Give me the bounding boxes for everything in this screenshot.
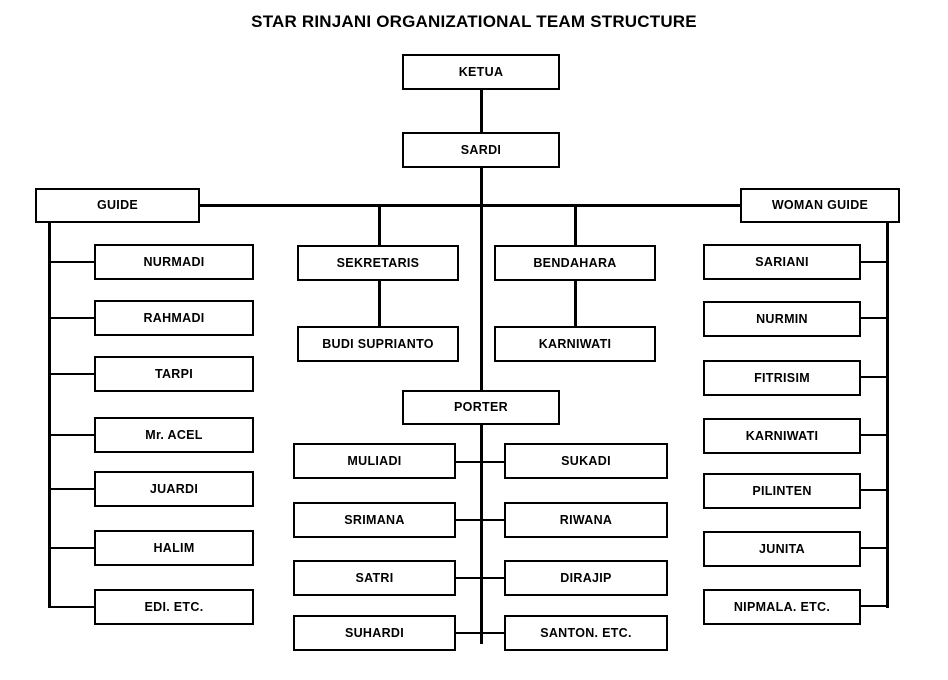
node-woman-guide-member-7[interactable]: NIPMALA. ETC. [703, 589, 861, 625]
node-porter-member-left-2-label: SRIMANA [344, 512, 405, 527]
connector-porter-rung-left-2 [454, 519, 482, 521]
connector-bus-to-sekretaris [378, 204, 381, 248]
connector-sardi-to-bus [480, 167, 483, 207]
connector-guide-stub-7 [48, 606, 96, 608]
node-porter-member-right-2[interactable]: RIWANA [504, 502, 668, 538]
node-porter-member-right-4[interactable]: SANTON. ETC. [504, 615, 668, 651]
node-porter-member-right-2-label: RIWANA [559, 512, 613, 527]
connector-bus-to-porter [480, 204, 483, 392]
connector-guide-stub-6 [48, 547, 96, 549]
node-karniwati-bendahara[interactable]: KARNIWATI [494, 326, 656, 362]
connector-main-bus [198, 204, 742, 207]
node-guide-member-2-label: RAHMADI [143, 310, 205, 325]
node-sekretaris[interactable]: SEKRETARIS [297, 245, 459, 281]
connector-ketua-to-sardi [480, 88, 483, 134]
node-woman-guide-member-6-label: JUNITA [758, 541, 805, 556]
node-woman-guide-member-1-label: SARIANI [755, 254, 809, 269]
node-budi-suprianto[interactable]: BUDI SUPRIANTO [297, 326, 459, 362]
node-woman-guide-member-4[interactable]: KARNIWATI [703, 418, 861, 454]
node-bendahara[interactable]: BENDAHARA [494, 245, 656, 281]
node-porter-member-right-3[interactable]: DIRAJIP [504, 560, 668, 596]
connector-guide-stub-4 [48, 434, 96, 436]
node-porter-member-left-4-label: SUHARDI [344, 625, 405, 640]
connector-porter-rung-right-4 [480, 632, 506, 634]
connector-porter-rung-left-4 [454, 632, 482, 634]
connector-woman-guide-stub-1 [858, 261, 888, 263]
connector-porter-rung-right-1 [480, 461, 506, 463]
page-title: STAR RINJANI ORGANIZATIONAL TEAM STRUCTU… [251, 12, 697, 31]
node-sardi[interactable]: SARDI [402, 132, 560, 168]
node-budi-suprianto-label: BUDI SUPRIANTO [322, 336, 434, 351]
node-guide-member-5-label: JUARDI [149, 481, 199, 496]
node-porter-member-left-3[interactable]: SATRI [293, 560, 456, 596]
connector-porter-rung-right-2 [480, 519, 506, 521]
connector-guide-stub-2 [48, 317, 96, 319]
node-sekretaris-label: SEKRETARIS [336, 255, 420, 270]
connector-woman-guide-stub-4 [858, 434, 888, 436]
node-guide-member-5[interactable]: JUARDI [94, 471, 254, 507]
connector-guide-stub-1 [48, 261, 96, 263]
connector-porter-rung-left-1 [454, 461, 482, 463]
node-woman-guide-member-4-label: KARNIWATI [745, 428, 819, 443]
connector-porter-rung-right-3 [480, 577, 506, 579]
connector-sekretaris-to-budi [378, 278, 381, 328]
node-karniwati-bendahara-label: KARNIWATI [538, 336, 612, 351]
node-woman-guide-member-7-label: NIPMALA. ETC. [733, 599, 831, 614]
node-guide-member-6-label: HALIM [153, 540, 195, 555]
connector-bendahara-to-karniwati [574, 278, 577, 328]
connector-woman-guide-stub-6 [858, 547, 888, 549]
connector-guide-stub-3 [48, 373, 96, 375]
node-ketua[interactable]: KETUA [402, 54, 560, 90]
node-guide-member-1[interactable]: NURMADI [94, 244, 254, 280]
node-guide-member-4-label: Mr. ACEL [145, 427, 203, 442]
connector-guide-spine [48, 222, 51, 608]
connector-woman-guide-stub-5 [858, 489, 888, 491]
node-porter-member-right-1[interactable]: SUKADI [504, 443, 668, 479]
node-guide-label: GUIDE [96, 198, 139, 213]
node-porter-member-left-3-label: SATRI [355, 570, 394, 585]
node-guide-member-6[interactable]: HALIM [94, 530, 254, 566]
node-guide-member-7[interactable]: EDI. ETC. [94, 589, 254, 625]
node-porter-member-right-4-label: SANTON. ETC. [540, 625, 632, 640]
node-woman-guide-member-2[interactable]: NURMIN [703, 301, 861, 337]
node-woman-guide-member-6[interactable]: JUNITA [703, 531, 861, 567]
node-porter-member-right-3-label: DIRAJIP [560, 570, 612, 585]
node-bendahara-label: BENDAHARA [533, 255, 617, 270]
node-guide-member-1-label: NURMADI [143, 254, 205, 269]
node-porter-member-right-1-label: SUKADI [561, 453, 611, 468]
node-woman-guide-member-5-label: PILINTEN [752, 483, 812, 498]
node-woman-guide[interactable]: WOMAN GUIDE [740, 188, 900, 223]
node-woman-guide-member-3[interactable]: FITRISIM [703, 360, 861, 396]
connector-porter-spine [480, 420, 483, 644]
node-woman-guide-member-5[interactable]: PILINTEN [703, 473, 861, 509]
node-guide-member-3[interactable]: TARPI [94, 356, 254, 392]
node-woman-guide-member-1[interactable]: SARIANI [703, 244, 861, 280]
node-ketua-label: KETUA [458, 64, 504, 79]
node-guide-member-4[interactable]: Mr. ACEL [94, 417, 254, 453]
node-porter-member-left-1-label: MULIADI [347, 453, 402, 468]
connector-woman-guide-stub-7 [858, 605, 888, 607]
node-porter[interactable]: PORTER [402, 390, 560, 425]
node-guide-member-2[interactable]: RAHMADI [94, 300, 254, 336]
node-woman-guide-label: WOMAN GUIDE [771, 198, 869, 213]
node-guide[interactable]: GUIDE [35, 188, 200, 223]
node-woman-guide-member-2-label: NURMIN [756, 311, 808, 326]
connector-woman-guide-spine [886, 222, 889, 608]
connector-guide-stub-5 [48, 488, 96, 490]
node-porter-member-left-2[interactable]: SRIMANA [293, 502, 456, 538]
connector-bus-to-bendahara [574, 204, 577, 248]
node-guide-member-3-label: TARPI [154, 366, 194, 381]
node-porter-label: PORTER [454, 400, 508, 415]
node-porter-member-left-1[interactable]: MULIADI [293, 443, 456, 479]
node-sardi-label: SARDI [460, 142, 502, 157]
connector-woman-guide-stub-2 [858, 317, 888, 319]
connector-porter-rung-left-3 [454, 577, 482, 579]
node-woman-guide-member-3-label: FITRISIM [754, 370, 810, 385]
node-porter-member-left-4[interactable]: SUHARDI [293, 615, 456, 651]
node-guide-member-7-label: EDI. ETC. [144, 599, 204, 614]
connector-woman-guide-stub-3 [858, 376, 888, 378]
